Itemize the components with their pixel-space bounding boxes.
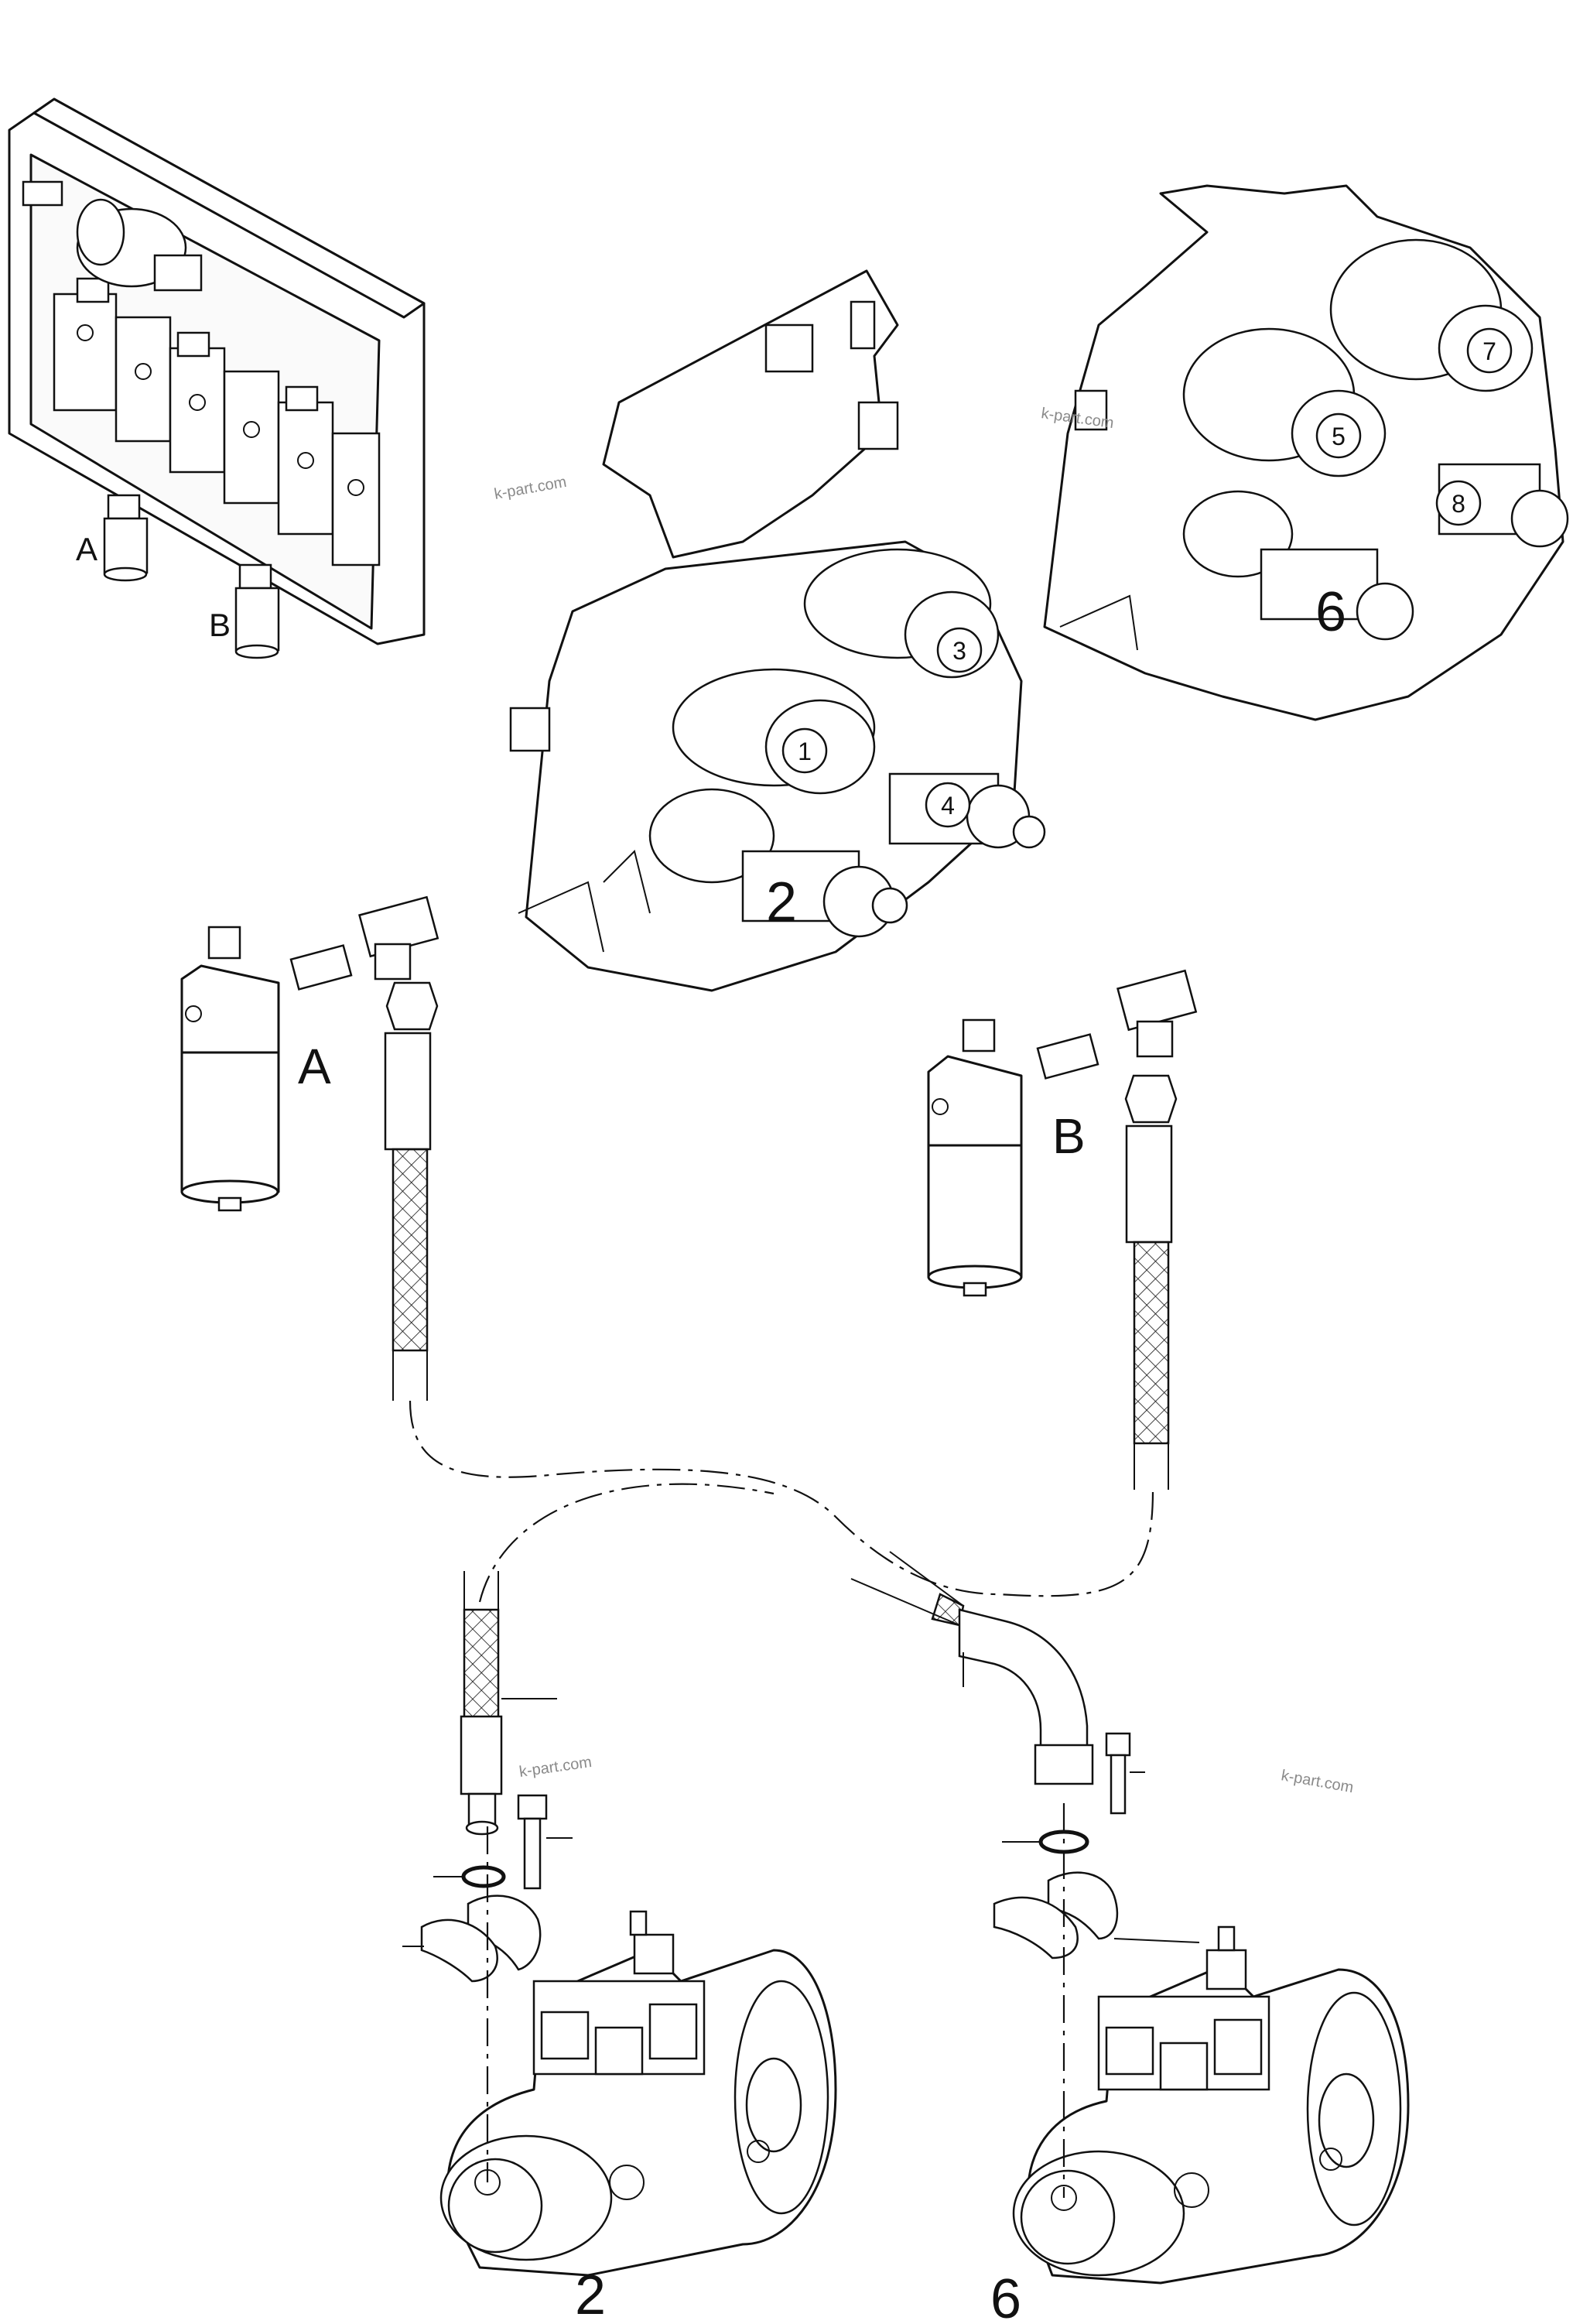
filter-b-small [234, 563, 280, 659]
label-a-small: A [76, 531, 97, 567]
hydraulic-pump-right: 6 [990, 1803, 1410, 2324]
svg-text:3: 3 [952, 637, 966, 665]
svg-text:1: 1 [798, 738, 812, 765]
pump-label-right: 6 [990, 2268, 1021, 2324]
gear-drum-6 [1182, 490, 1414, 641]
elbow-fitting-a [358, 895, 439, 981]
o-ring-left [433, 1865, 506, 1888]
pump-label-left: 2 [575, 2264, 606, 2324]
hose-b [1124, 1074, 1178, 1490]
label-b-large: B [1052, 1108, 1086, 1164]
valve-manifold [53, 277, 381, 566]
watermark: k-part.com [1280, 1767, 1355, 1796]
label-a-large: A [298, 1039, 331, 1094]
gear-drum-7 [1329, 238, 1534, 392]
callout-4: 4 [925, 782, 971, 828]
filter-b-assembly: B [927, 969, 1198, 1297]
nipple-fitting-b [1036, 1033, 1099, 1080]
svg-text:5: 5 [1332, 423, 1346, 450]
gear-drum-2 [648, 788, 908, 938]
bolt-right [1105, 1732, 1145, 1815]
callout-1: 1 [781, 727, 828, 774]
label-b-small: B [209, 607, 231, 643]
hose-a-lower [460, 1571, 557, 1836]
hose-b-lower [850, 1551, 1094, 1785]
callout-6: 6 [1315, 581, 1346, 643]
callout-7: 7 [1466, 327, 1513, 374]
callout-3: 3 [936, 627, 983, 673]
o-ring-right [1002, 1829, 1089, 1854]
hose-a [384, 981, 439, 1401]
filter-a-assembly: A [180, 895, 439, 1212]
svg-text:4: 4 [941, 792, 955, 820]
split-flange-left [402, 1894, 542, 1983]
callout-5: 5 [1315, 412, 1362, 459]
watermark: k-part.com [518, 1754, 593, 1781]
elbow-fitting-b [1116, 969, 1198, 1058]
pump-drive-gearbox-rear: 5 7 8 6 [1043, 184, 1569, 721]
callout-8: 8 [1435, 480, 1482, 526]
hydraulic-pump-left: 2 [439, 1826, 837, 2324]
bolt-left [517, 1794, 573, 1890]
watermark: k-part.com [493, 474, 568, 503]
hose-route-line-a [409, 1400, 1154, 1597]
hose-route-line-b [478, 1483, 775, 1603]
svg-text:8: 8 [1452, 490, 1465, 518]
filter-a-small [103, 494, 149, 582]
pump-drive-gearbox-front: 1 3 4 2 [509, 269, 1046, 992]
nipple-fitting-a [289, 944, 353, 991]
callout-2: 2 [766, 871, 797, 933]
split-flange-right [993, 1871, 1200, 1959]
valve-panel: A B [8, 98, 426, 659]
svg-text:7: 7 [1482, 337, 1496, 365]
accumulator [76, 198, 203, 292]
